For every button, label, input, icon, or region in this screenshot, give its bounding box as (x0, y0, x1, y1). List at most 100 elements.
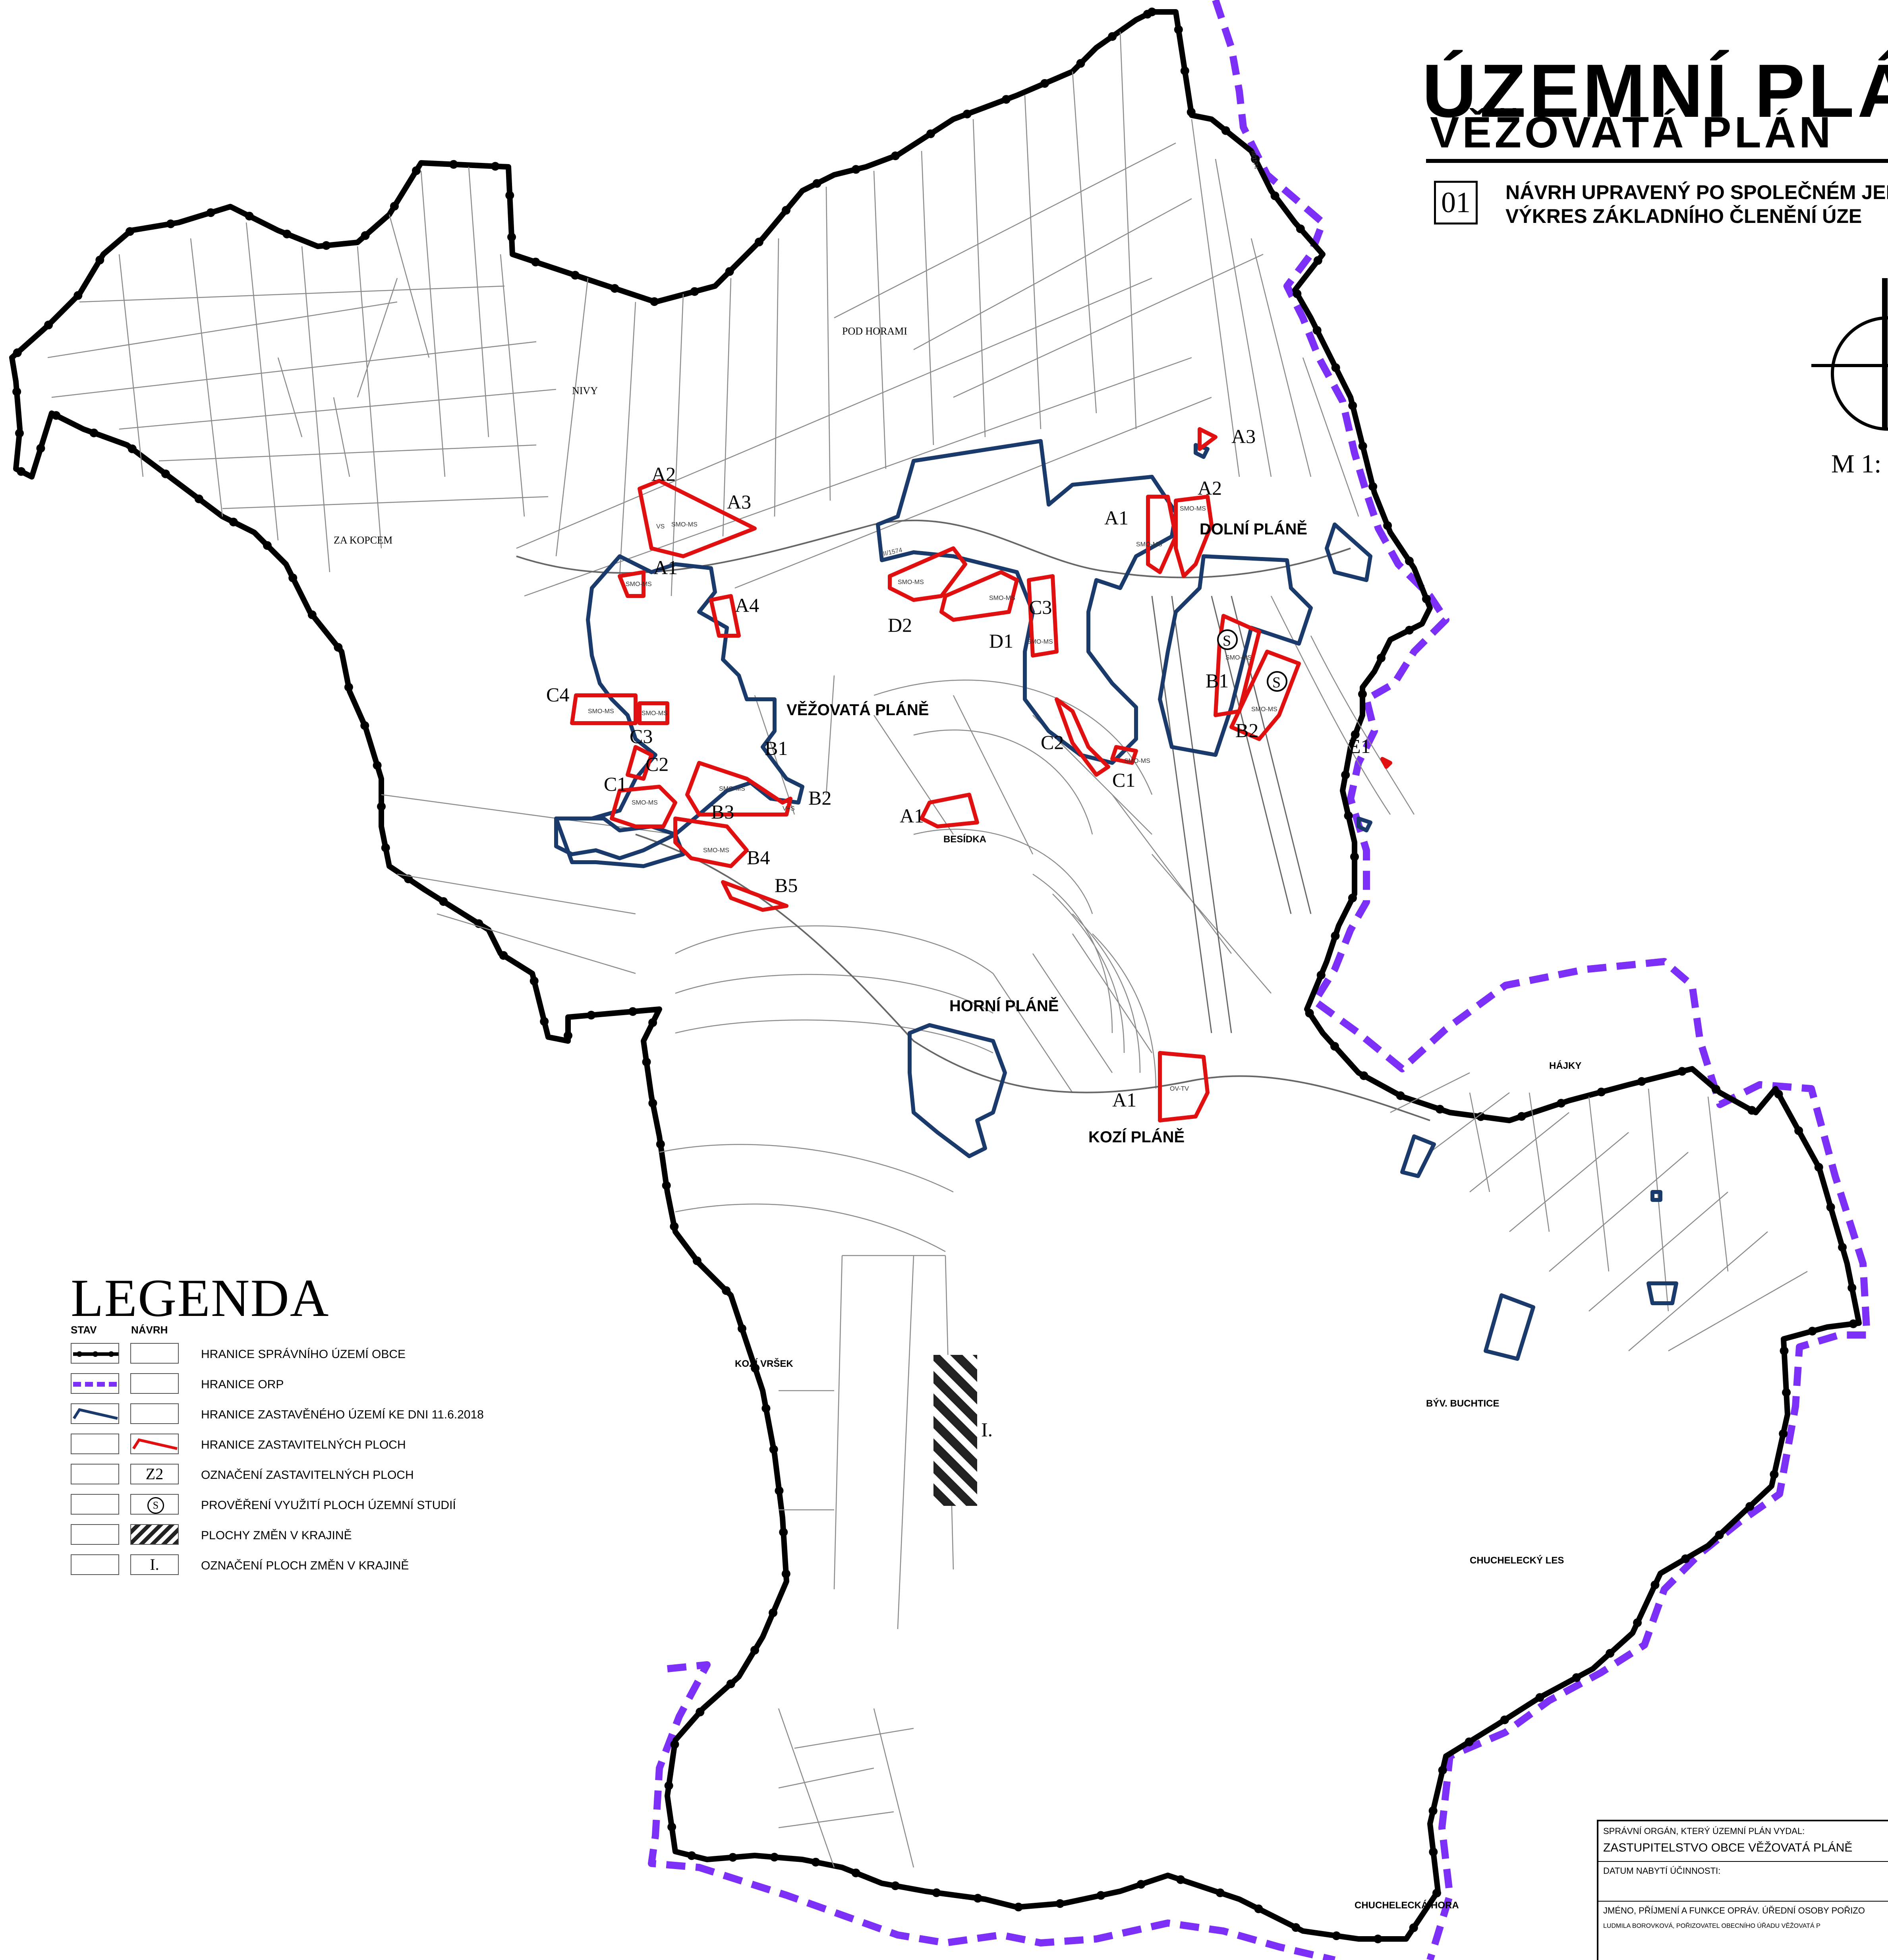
legend-item: HRANICE ZASTAVITELNÝCH PLOCH (71, 1434, 627, 1457)
zone-label: B2 (808, 787, 831, 809)
zone-label: C4 (546, 683, 569, 706)
boundary-stone-icon (851, 1868, 860, 1877)
legend-item: HRANICE ZASTAVĚNÉHO ÚZEMÍ KE DNI 11.6.20… (71, 1403, 627, 1427)
legend-col-stav: STAV (71, 1324, 97, 1336)
boundary-stone-icon (1435, 1105, 1444, 1114)
locality-labels: NIVY ZA KOPCEM POD HORAMI BESÍDKA HÁJKY … (334, 325, 1581, 1911)
boundary-stone-icon (1312, 326, 1322, 335)
boundary-stone-icon (690, 287, 699, 296)
boundary-stone-icon (1438, 1766, 1447, 1775)
boundary-stone-icon (1747, 1106, 1757, 1115)
boundary-stone-icon (1849, 1319, 1858, 1328)
boundary-stone-icon (692, 1256, 701, 1265)
boundary-stone-icon (1330, 1042, 1339, 1051)
boundary-stone-icon (1014, 1902, 1023, 1912)
boundary-stone-icon (1040, 79, 1049, 88)
legend-item: HRANICE ORP (71, 1373, 627, 1397)
boundary-stone-icon (1358, 689, 1367, 698)
village-kozi: KOZÍ PLÁNĚ (1088, 1128, 1185, 1146)
boundary-stone-icon (360, 721, 369, 730)
boundary-stone-icon (726, 1679, 735, 1689)
boundary-stone-icon (52, 411, 61, 420)
boundary-stone-icon (761, 1404, 771, 1413)
boundary-stone-icon (1633, 1618, 1642, 1627)
boundary-stone-icon (1373, 1935, 1382, 1943)
zone-label: C3 (1029, 596, 1052, 618)
north-arrow-icon (1811, 278, 1888, 431)
boundary-stone-icon (540, 1017, 549, 1026)
boundary-stone-icon (769, 1608, 778, 1618)
boundary-stone-icon (1316, 971, 1326, 980)
boundary-stone-icon (1405, 626, 1414, 635)
boundary-stone-icon (1409, 1923, 1418, 1932)
title-divider (1426, 159, 1888, 163)
boundary-stone-icon (1432, 1888, 1442, 1898)
locality-za-kopcem: ZA KOPCEM (334, 534, 392, 546)
boundary-stone-icon (125, 227, 134, 236)
legend-col-navrh: NÁVRH (131, 1324, 168, 1336)
boundary-stone-icon (1187, 108, 1196, 117)
boundary-stone-icon (1557, 1099, 1566, 1108)
locality-besidka: BESÍDKA (943, 834, 986, 845)
zone-label: D2 (888, 614, 912, 636)
boundary-stone-icon (1096, 1891, 1105, 1900)
municipal-border (9, 8, 1862, 1943)
boundary-stone-icon (811, 1857, 820, 1867)
boundary-stone-icon (194, 494, 203, 503)
boundary-stone-icon (44, 320, 53, 329)
boundary-stone-icon (667, 1823, 676, 1832)
svg-text:SMO-MS: SMO-MS (1136, 541, 1162, 548)
boundary-stone-icon (1251, 155, 1260, 164)
boundary-stone-icon (1847, 1283, 1857, 1292)
zone-label: C2 (1041, 731, 1064, 753)
svg-text:SMO-MS: SMO-MS (1251, 706, 1277, 713)
boundary-stone-icon (670, 1740, 679, 1749)
boundary-stone-icon (1377, 653, 1386, 662)
boundary-stone-icon (1814, 1163, 1823, 1172)
boundary-stone-icon (1305, 1008, 1314, 1018)
boundary-stone-icon (610, 284, 619, 293)
orp-border (648, 0, 1871, 1960)
boundary-stone-icon (754, 238, 763, 247)
boundary-stone-icon (1711, 1085, 1720, 1094)
scale-label: M 1: (1831, 449, 1882, 478)
boundary-stone-icon (1221, 126, 1230, 135)
study-marks (1217, 629, 1287, 692)
boundary-stone-icon (1572, 1673, 1581, 1682)
zone-label: A1 (1112, 1089, 1136, 1111)
boundary-stone-icon (750, 1646, 759, 1655)
boundary-stone-icon (664, 1781, 673, 1790)
zone-codes: SMO-MS VS SMO-MS SMO-MS SMO-MS SMO-MS SM… (588, 505, 1277, 1092)
boundary-stone-icon (1341, 770, 1350, 780)
boundary-stone-icon (1681, 1554, 1690, 1563)
info-line: DATUM NABYTÍ ÚČINNOSTI: (1603, 1866, 1721, 1876)
zone-labels: A2 A3 A1 A4 C4 C3 C2 C1 B1 B2 B3 B4 B5 D… (546, 425, 1371, 1441)
boundary-stone-icon (662, 1181, 671, 1190)
boundary-stone-icon (781, 1569, 790, 1579)
zone-label: I. (981, 1418, 993, 1441)
boundary-stone-icon (491, 162, 500, 171)
boundary-stone-icon (1808, 1327, 1817, 1336)
study-mark-1: S (1223, 633, 1231, 649)
boundary-stone-icon (781, 206, 790, 215)
svg-text:SMO-MS: SMO-MS (898, 579, 924, 586)
zone-label: B1 (765, 737, 788, 759)
boundary-stone-icon (1174, 25, 1183, 34)
svg-text:SMO-MS: SMO-MS (632, 799, 658, 806)
boundary-stone-icon (1296, 224, 1305, 233)
boundary-stone-icon (1136, 1880, 1146, 1889)
boundary-stone-icon (1465, 1737, 1474, 1746)
boundary-stone-icon (696, 1707, 705, 1716)
landscape-change-area (933, 1355, 977, 1506)
zone-label: C1 (1112, 769, 1135, 791)
boundary-stone-icon (728, 1853, 737, 1862)
zone-label: B2 (1235, 719, 1258, 741)
boundary-stone-icon (1055, 1899, 1065, 1908)
svg-text:SMO-MS: SMO-MS (626, 581, 652, 588)
locality-nivy: NIVY (572, 385, 598, 397)
boundary-stone-icon (648, 1099, 657, 1108)
zone-label: B1 (1206, 669, 1229, 692)
boundary-stone-icon (891, 1881, 900, 1890)
zone-label: E1 (1349, 735, 1371, 757)
